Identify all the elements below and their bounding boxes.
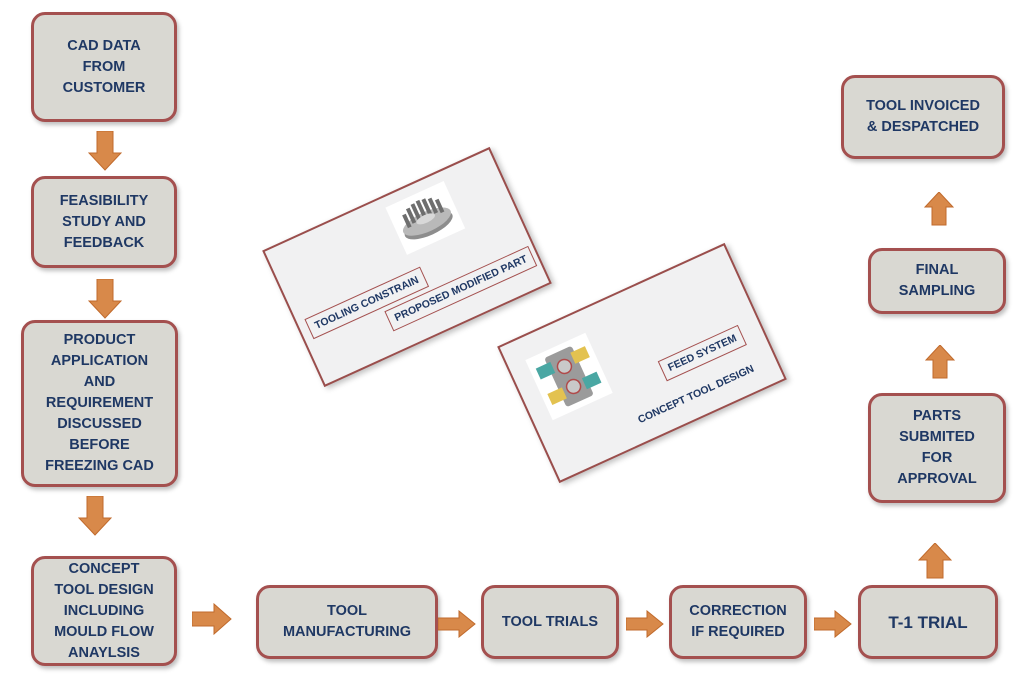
arrow-down-icon — [78, 496, 112, 536]
step-product-application: PRODUCT APPLICATION AND REQUIREMENT DISC… — [21, 320, 178, 487]
step-label: FINAL SAMPLING — [898, 262, 976, 299]
step-label: TOOL INVOICED & DESPATCHED — [866, 98, 980, 135]
arrow-down-icon — [88, 279, 122, 319]
step-label: TOOL MANUFACTURING — [282, 603, 412, 640]
part-thumbnail-image — [385, 181, 466, 255]
label-text: FEED SYSTEM — [666, 332, 739, 374]
step-label: CONCEPT TOOL DESIGN INCLUDING MOULD FLOW… — [54, 560, 154, 661]
arrow-right-icon — [192, 603, 232, 635]
step-correction-if-required: CORRECTION IF REQUIRED — [669, 585, 807, 659]
step-feasibility-study: FEASIBILITY STUDY AND FEEDBACK — [31, 176, 177, 268]
concept-tool-design-label: CONCEPT TOOL DESIGN — [636, 363, 756, 426]
step-label: TOOL TRIALS — [501, 613, 599, 630]
slide-card-proposed-part: TOOLING CONSTRAIN PROPOSED MODIFIED PART — [262, 146, 552, 388]
step-tool-invoiced-despatched: TOOL INVOICED & DESPATCHED — [841, 75, 1005, 159]
step-concept-tool-design: CONCEPT TOOL DESIGN INCLUDING MOULD FLOW… — [31, 556, 177, 666]
step-parts-submitted: PARTS SUBMITED FOR APPROVAL — [868, 393, 1006, 503]
step-final-sampling: FINAL SAMPLING — [868, 248, 1006, 314]
arrow-up-icon — [924, 192, 954, 226]
step-label: CAD DATA FROM CUSTOMER — [62, 37, 146, 96]
step-t1-trial: T-1 TRIAL — [858, 585, 998, 659]
label-text: CONCEPT TOOL DESIGN — [636, 362, 756, 427]
step-cad-data-from-customer: CAD DATA FROM CUSTOMER — [31, 12, 177, 122]
step-tool-trials: TOOL TRIALS — [481, 585, 619, 659]
arrow-right-icon — [626, 610, 664, 638]
arrow-up-icon — [925, 345, 955, 379]
arrow-right-icon — [814, 610, 852, 638]
arrow-down-icon — [88, 131, 122, 171]
arrow-right-icon — [438, 610, 476, 638]
arrow-up-icon — [918, 543, 952, 579]
step-label: FEASIBILITY STUDY AND FEEDBACK — [59, 192, 149, 251]
step-label: CORRECTION IF REQUIRED — [689, 603, 787, 640]
tool-design-thumbnail-image — [525, 332, 613, 421]
slide-card-concept-tool-design: FEED SYSTEM CONCEPT TOOL DESIGN — [497, 242, 787, 484]
step-label: PRODUCT APPLICATION AND REQUIREMENT DISC… — [45, 332, 154, 474]
step-label: T-1 TRIAL — [888, 612, 968, 632]
step-tool-manufacturing: TOOL MANUFACTURING — [256, 585, 438, 659]
step-label: PARTS SUBMITED FOR APPROVAL — [897, 408, 977, 487]
